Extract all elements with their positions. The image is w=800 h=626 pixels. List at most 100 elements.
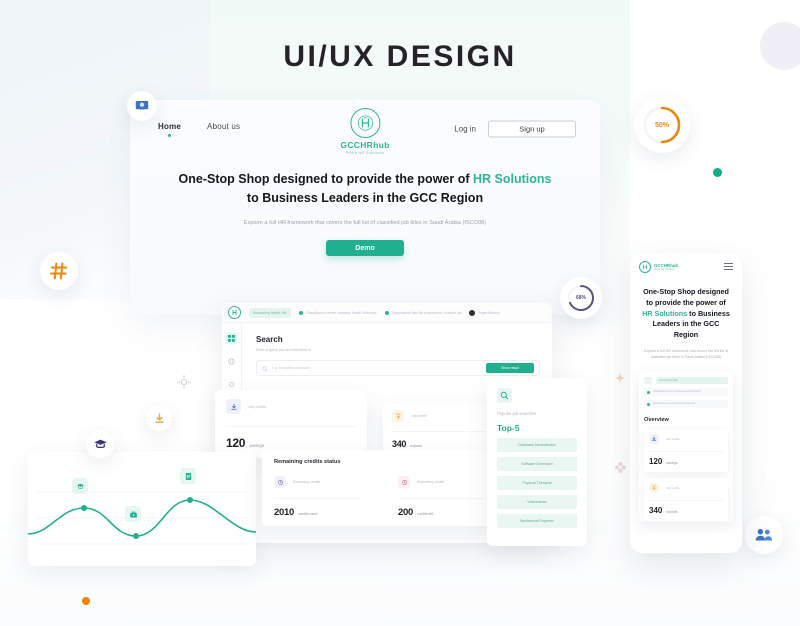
mobile-row-organization[interactable]: Organization files empowered analytic li…: [644, 400, 728, 409]
list-item[interactable]: Veterinarian: [497, 495, 577, 509]
mobile-app-window: Accounting health Classification center,…: [639, 372, 733, 523]
gcchrhub-logo-icon: [350, 108, 380, 138]
decorative-dot-teal: [713, 168, 722, 177]
search-input[interactable]: e.g. Research Assistant: [272, 366, 310, 370]
flower-icon: [608, 455, 632, 479]
hashtag-icon: [40, 252, 78, 290]
graduation-cap-icon: [72, 478, 88, 494]
exports-value: 340: [392, 439, 407, 449]
brand-name: GCCHRhub: [340, 140, 390, 150]
gcchrhub-logo-icon: [639, 261, 651, 273]
popular-searches-subtitle: Popular job searches: [497, 411, 537, 416]
credits-used-unit: credits used: [297, 512, 318, 516]
list-item[interactable]: Physical Therapist: [497, 476, 577, 490]
mobile-brand-tagline: Prime HR Solutions: [654, 268, 675, 271]
site-navbar: Home About us GCCHRhub Prime HR Solution…: [130, 100, 600, 158]
list-item[interactable]: Mechanical Engineer: [497, 514, 577, 528]
nav-link-about[interactable]: About us: [207, 121, 241, 131]
signup-button[interactable]: Sign up: [488, 120, 576, 138]
decorative-dot-lavender: [766, 30, 800, 64]
hero-heading: One-Stop Shop designed to provide the po…: [176, 170, 554, 208]
nav-links: Home About us: [158, 122, 240, 137]
mobile-brand-name: GCCHRhub: [654, 263, 679, 268]
mobile-savings-value: 120: [649, 457, 663, 467]
login-link[interactable]: Log in: [454, 124, 476, 134]
credits-used-block: Remaining credits 2010 credits used: [274, 476, 360, 518]
hero-subtitle: Explore a full HR framework that covers …: [243, 219, 487, 226]
export-icon: [649, 483, 659, 494]
exports-value-row: 340 exports: [392, 439, 486, 449]
progress-ring-purple-svg: [568, 285, 594, 311]
website-mockup: Home About us GCCHRhub Prime HR Solution…: [130, 100, 600, 315]
credits-used-value-row: 2010 credits used: [274, 507, 360, 518]
mobile-savings-label: Job profile: [666, 437, 680, 442]
document-icon: [180, 468, 196, 484]
dashboard-tab-label: Organization files file empowered : Anal…: [391, 310, 462, 315]
dashboard-topbar: Accounting health 168 Classification cen…: [222, 303, 552, 323]
hero-heading-line2: to Business Leaders in the GCC Region: [246, 190, 484, 205]
decorative-dot-orange: [82, 597, 90, 605]
search-bar[interactable]: e.g. Research Assistant Show result: [256, 360, 540, 376]
progress-ring-orange-label: 50%: [654, 121, 669, 129]
mobile-row-classification[interactable]: Classification center, business health d…: [644, 388, 728, 397]
list-item[interactable]: Database Administrator: [497, 438, 577, 452]
mobile-hero-heading: One-Stop Shop designed to provide the po…: [642, 287, 730, 341]
dashboard-user-label: Tayeb Alkarmi: [478, 310, 500, 315]
savings-card-label: Job profile: [248, 404, 267, 409]
status-dot-icon: [647, 390, 650, 394]
search-section-subtitle: Enter a query you are interested in: [256, 348, 312, 352]
progress-ring-purple-label: 68%: [575, 295, 586, 301]
mobile-overview-heading: Overview: [644, 417, 669, 424]
certificate-icon: [127, 91, 157, 121]
credits-heading: Remaining credits status: [274, 459, 341, 465]
savings-value-row: 120 savings: [226, 436, 356, 450]
hero-section: One-Stop Shop designed to provide the po…: [130, 158, 600, 257]
download-icon: [146, 405, 172, 431]
search-section-title: Search: [256, 335, 283, 344]
nav-link-home[interactable]: Home: [158, 122, 181, 137]
decorative-diamond-icon: [610, 368, 630, 388]
progress-ring-orange-svg: [643, 106, 681, 144]
status-dot-icon: [384, 310, 389, 315]
mobile-row-label: Classification center, business health d…: [653, 391, 702, 394]
mobile-exports-card: Job profile 340 exports: [644, 478, 728, 522]
divider: [392, 431, 486, 432]
dashboard-status-pill[interactable]: Accounting health 168: [249, 307, 291, 318]
credits-used-value: 2010: [274, 507, 294, 518]
nav-actions: Log in Sign up: [454, 120, 576, 138]
mobile-status-pill[interactable]: Accounting health: [656, 377, 728, 385]
mobile-savings-card: Job profile 120 savings: [644, 429, 728, 473]
popular-searches-list: Database Administrator Software Develope…: [497, 438, 577, 528]
savings-value: 120: [226, 436, 246, 450]
exports-card-header: Job profile: [392, 410, 486, 422]
dashboard-tab-label: Classification center, business health d…: [305, 310, 377, 315]
savings-card-header: Job profile: [226, 399, 356, 414]
site-brand: GCCHRhub Prime HR Solutions: [340, 108, 389, 155]
dashboard-tab-classification[interactable]: Classification center, business health d…: [298, 310, 377, 315]
divider: [398, 498, 484, 499]
globe-icon[interactable]: [226, 356, 237, 367]
search-input-group[interactable]: e.g. Research Assistant: [262, 359, 310, 377]
hamburger-menu-icon[interactable]: [724, 262, 733, 272]
dashboard-user-menu[interactable]: Tayeb Alkarmi: [469, 309, 500, 316]
brand-tagline: Prime HR Solutions: [345, 151, 385, 155]
exports-card-label: Job profile: [411, 414, 427, 418]
mobile-heading-part2: to Business Leaders in the GCC Region: [652, 308, 730, 340]
mobile-hero: One-Stop Shop designed to provide the po…: [639, 287, 733, 360]
demo-button[interactable]: Demo: [326, 240, 404, 257]
people-group-icon: [745, 516, 783, 554]
settings-icon[interactable]: [226, 379, 237, 390]
target-icon: [170, 368, 198, 396]
mobile-hero-subtitle: Explore a full HR framework that covers …: [643, 348, 729, 360]
briefcase-icon: [125, 506, 141, 522]
grid-icon[interactable]: [226, 333, 237, 344]
divider: [274, 498, 360, 499]
divider: [649, 500, 723, 502]
wave-line-chart: [28, 491, 256, 545]
dashboard-tab-organization[interactable]: Organization files file empowered : Anal…: [384, 310, 462, 315]
credits-used-label: Remaining credits: [293, 480, 321, 484]
mobile-exports-value-row: 340 exports: [649, 506, 723, 515]
progress-ring-purple: 68%: [560, 277, 602, 319]
show-result-button[interactable]: Show result: [486, 363, 534, 373]
list-item[interactable]: Software Developer: [497, 457, 577, 471]
